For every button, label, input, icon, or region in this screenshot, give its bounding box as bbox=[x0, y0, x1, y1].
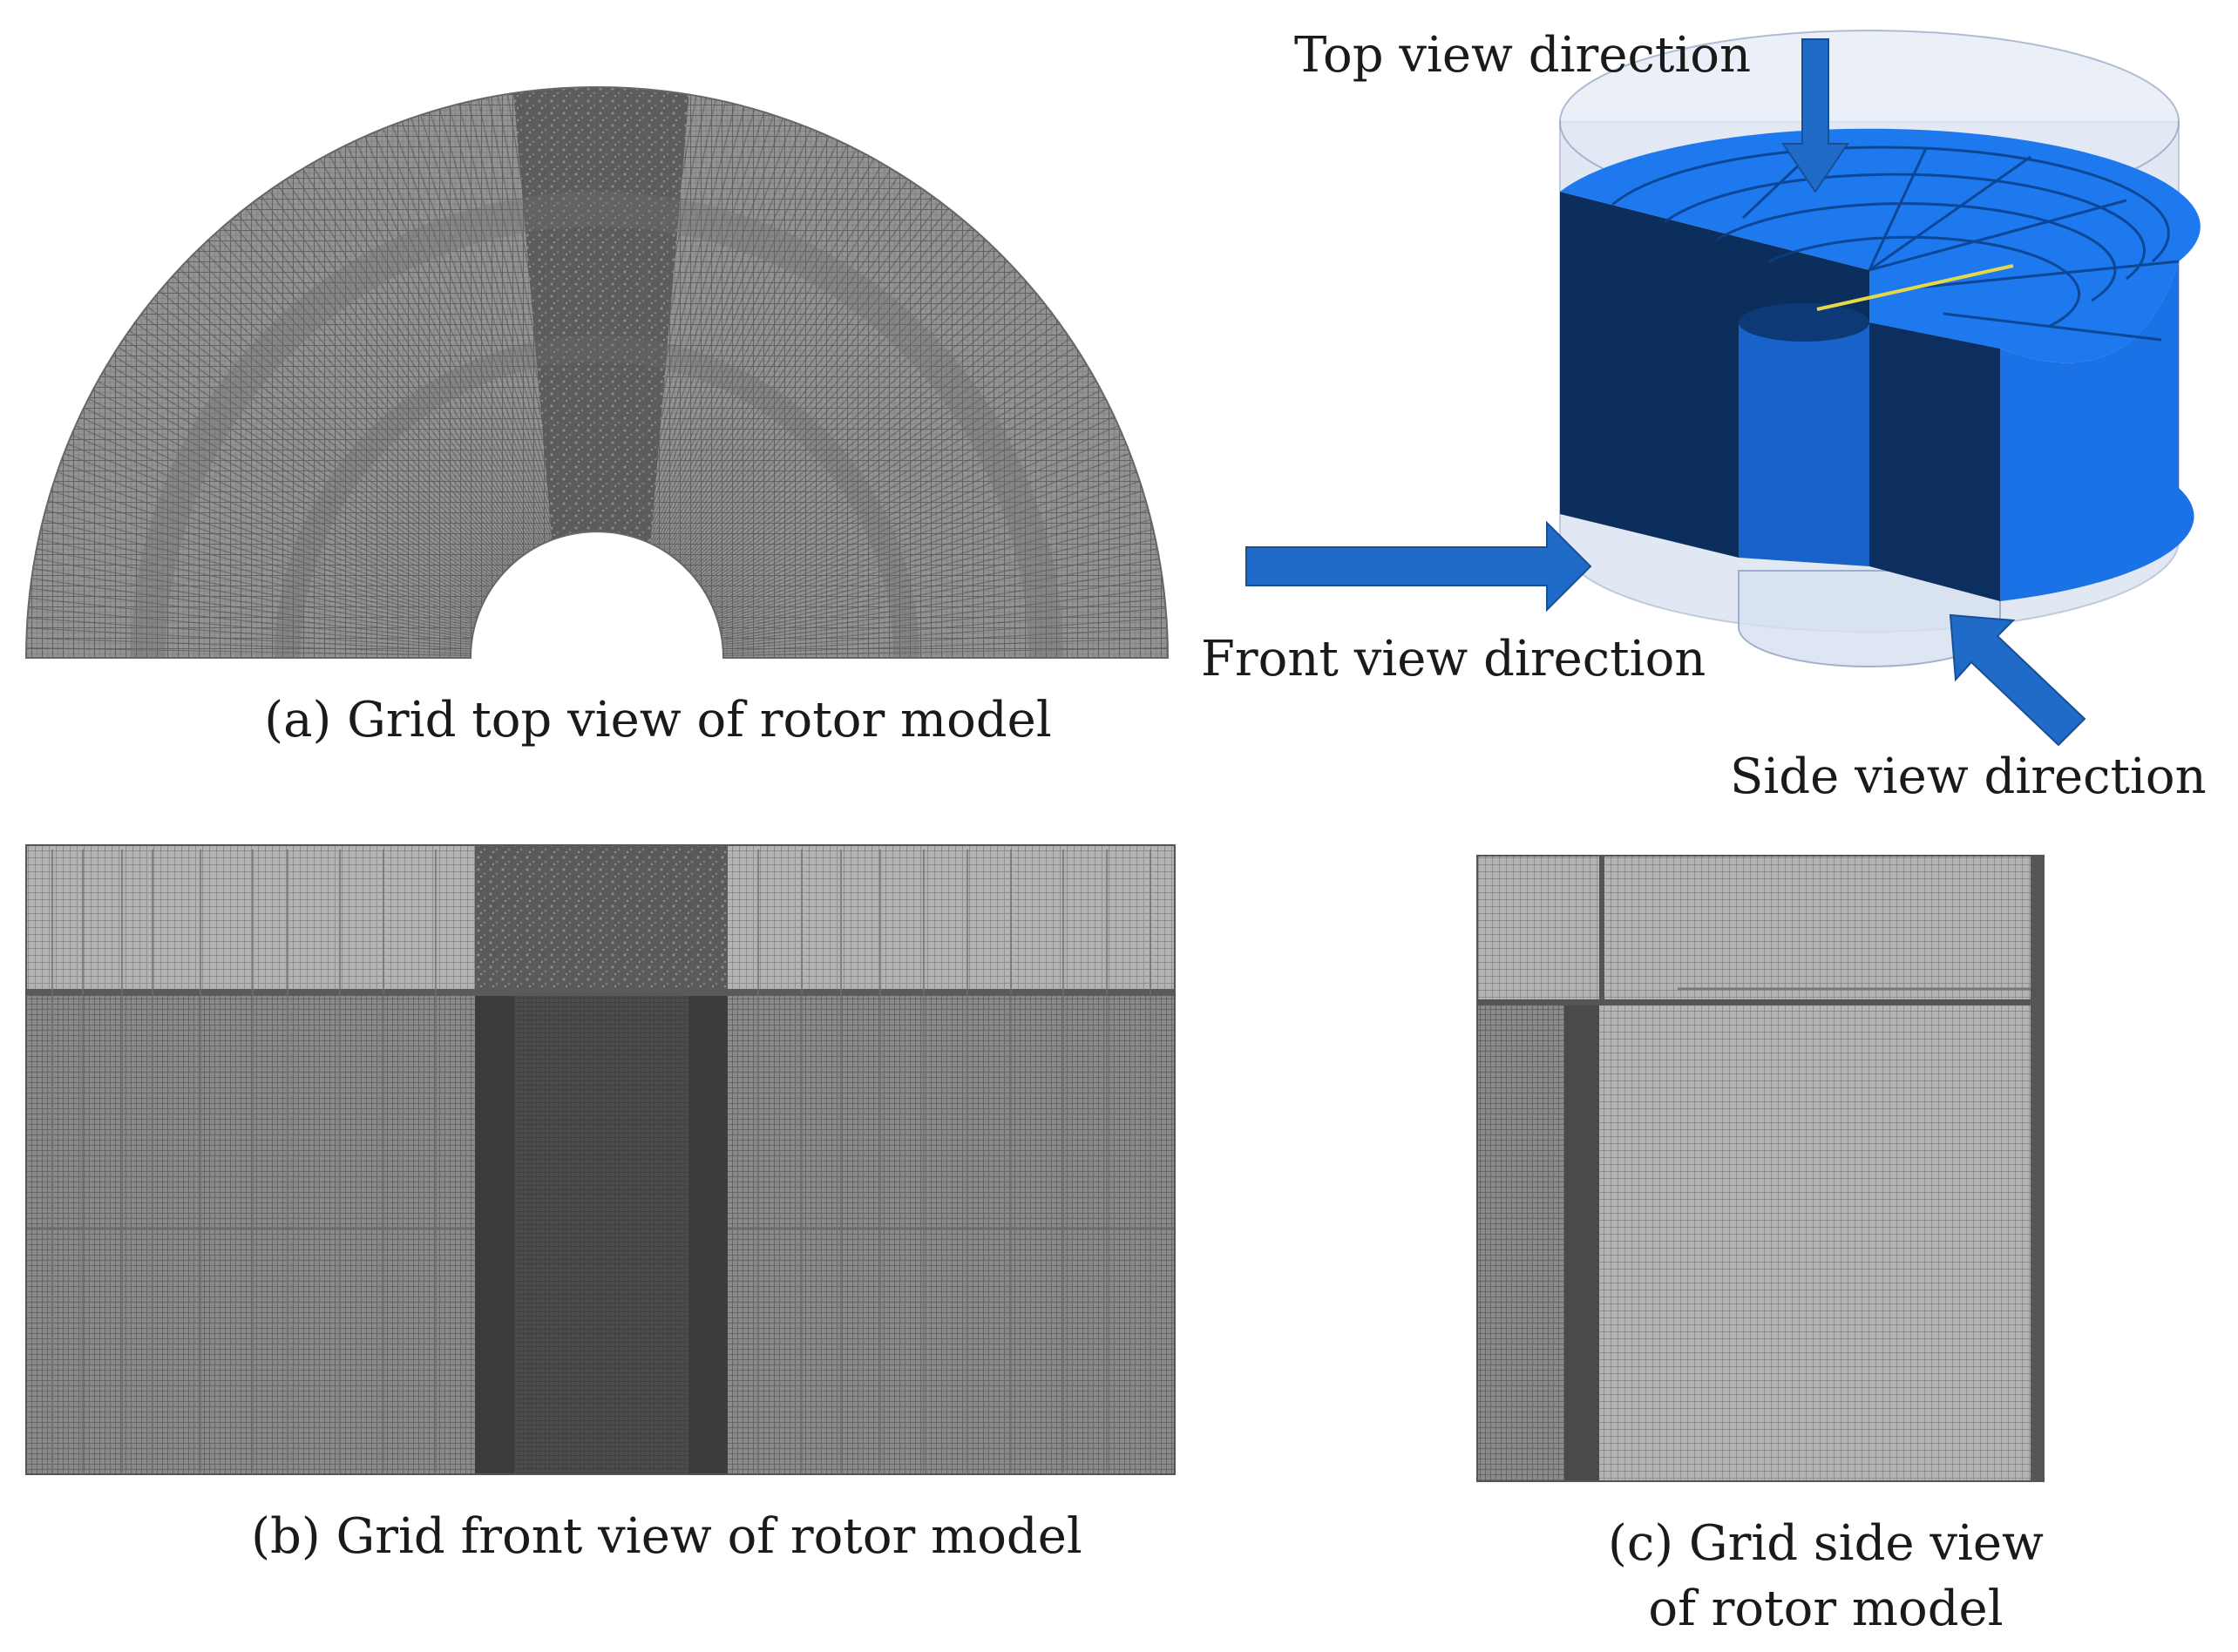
label-side-view: Side view direction bbox=[1730, 748, 2207, 805]
label-top-view: Top view direction bbox=[1294, 27, 1751, 84]
front-view-mesh bbox=[25, 844, 1176, 1475]
rotor-3d-model bbox=[1559, 30, 2201, 667]
caption-b: (b) Grid front view of rotor model bbox=[251, 1508, 1082, 1565]
caption-a: (a) Grid top view of rotor model bbox=[264, 692, 1051, 748]
label-front-view: Front view direction bbox=[1201, 631, 1706, 687]
top-view-arrow bbox=[1781, 38, 1849, 193]
side-view-mesh bbox=[1476, 855, 2045, 1482]
caption-c-line2: of rotor model bbox=[1648, 1581, 2003, 1637]
front-view-arrow bbox=[1245, 520, 1592, 613]
radius-indicator-line bbox=[1816, 264, 2014, 311]
top-view-mesh bbox=[24, 86, 1170, 659]
caption-c-line1: (c) Grid side view bbox=[1608, 1515, 2044, 1572]
side-view-arrow bbox=[1949, 613, 2086, 747]
